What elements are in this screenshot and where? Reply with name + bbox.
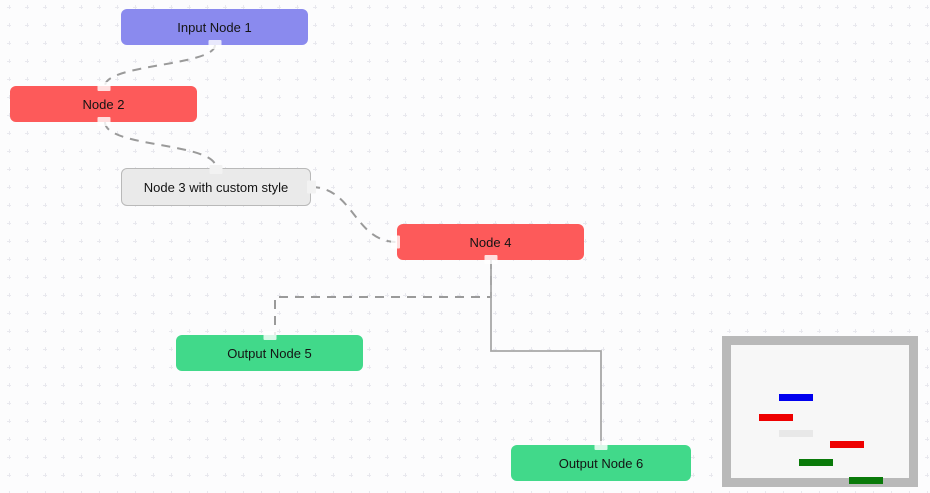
- handle-left[interactable]: [391, 235, 400, 249]
- handle-top[interactable]: [263, 331, 276, 340]
- node-node-3-with-custom-style[interactable]: Node 3 with custom style: [121, 165, 316, 206]
- node-node-2[interactable]: Node 2: [10, 82, 197, 126]
- node-output-node-6[interactable]: Output Node 6: [511, 441, 691, 481]
- handle-top[interactable]: [209, 165, 223, 174]
- handle-bottom[interactable]: [484, 255, 497, 264]
- edge-4-to-5[interactable]: [274, 260, 492, 335]
- node-label: Node 4: [469, 234, 512, 250]
- minimap-node-2: [759, 414, 793, 421]
- edge-2-to-3[interactable]: [104, 121, 217, 169]
- minimap-node-4: [830, 441, 864, 448]
- node-label: Input Node 1: [177, 19, 252, 35]
- node-node-4[interactable]: Node 4: [391, 224, 584, 264]
- edge-4-to-6[interactable]: [490, 260, 602, 445]
- handle-right[interactable]: [307, 180, 316, 194]
- handle-top[interactable]: [97, 82, 110, 91]
- minimap-viewport[interactable]: [731, 345, 909, 484]
- minimap-node-6: [849, 477, 883, 484]
- minimap-node-3: [779, 430, 813, 437]
- edge-3-to-4[interactable]: [310, 186, 398, 243]
- handle-top[interactable]: [594, 441, 608, 450]
- node-label: Node 2: [82, 96, 125, 112]
- node-label: Output Node 6: [558, 455, 644, 471]
- minimap-node-5: [799, 459, 833, 466]
- minimap[interactable]: [722, 336, 918, 487]
- handle-bottom[interactable]: [97, 117, 110, 126]
- edge-1-to-2[interactable]: [104, 44, 216, 87]
- node-output-node-5[interactable]: Output Node 5: [176, 331, 363, 371]
- node-label: Output Node 5: [227, 345, 312, 361]
- node-label: Node 3 with custom style: [143, 179, 289, 195]
- node-input-node-1[interactable]: Input Node 1: [121, 9, 308, 49]
- minimap-node-1: [779, 394, 813, 401]
- handle-bottom[interactable]: [208, 40, 221, 49]
